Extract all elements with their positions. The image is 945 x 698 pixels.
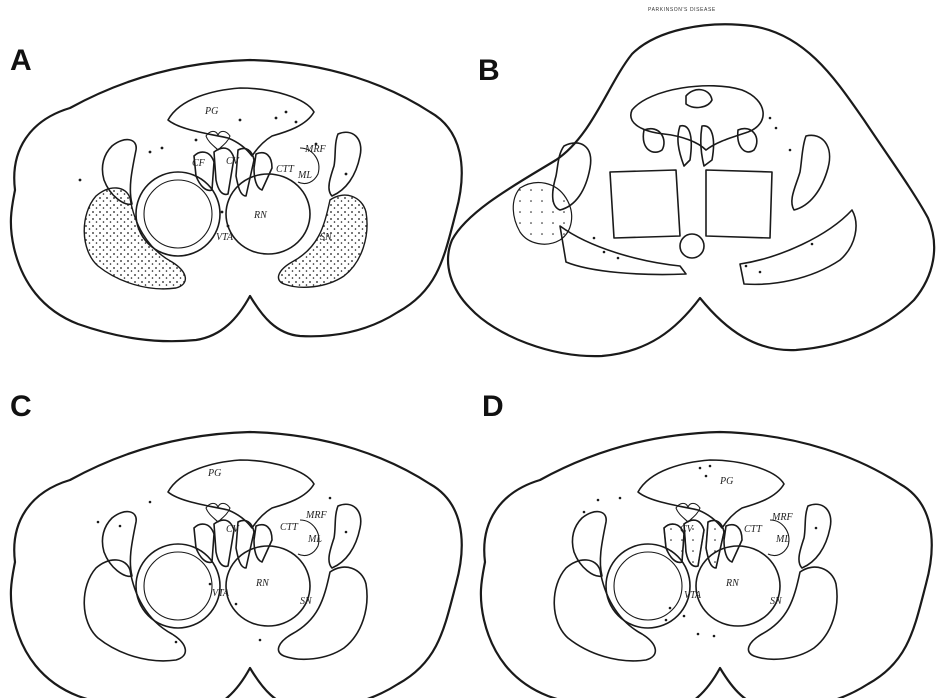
- label-pg: PG: [204, 106, 218, 117]
- label-ml: ML: [307, 534, 322, 545]
- panel-letter: C: [10, 390, 32, 423]
- panel-b: B: [448, 24, 934, 356]
- label-mrf: MRF: [304, 144, 326, 155]
- label-pg: PG: [719, 476, 733, 487]
- label-cf: CF: [192, 158, 206, 169]
- label-vta: VTA: [684, 590, 702, 601]
- label-vta: VTA: [212, 588, 230, 599]
- panel-a: A PG MRF CTT ML RN VTA SN CV CF: [10, 44, 462, 341]
- label-ctt: CTT: [744, 524, 763, 535]
- label-ml: ML: [297, 170, 312, 181]
- panel-letter: D: [482, 390, 504, 423]
- panel-letter: A: [10, 44, 32, 77]
- label-ml: ML: [775, 534, 790, 545]
- label-sn: SN: [300, 596, 313, 607]
- label-pg: PG: [207, 468, 221, 479]
- label-sn: SN: [320, 232, 333, 243]
- label-ctt: CTT: [280, 522, 299, 533]
- label-cv: CV: [226, 524, 241, 535]
- label-mrf: MRF: [305, 510, 327, 521]
- label-mrf: MRF: [771, 512, 793, 523]
- label-vta: VTA: [216, 232, 234, 243]
- label-cv: CV: [680, 524, 695, 535]
- label-rn: RN: [253, 210, 268, 221]
- label-cv: CV: [226, 156, 241, 167]
- figure-header: PARKINSON'S DISEASE: [648, 7, 716, 13]
- panel-letter: B: [478, 54, 500, 87]
- panel-d: D PG MRF CTT ML RN VTA SN CV: [481, 390, 932, 698]
- label-sn: SN: [770, 596, 783, 607]
- label-rn: RN: [725, 578, 740, 589]
- panel-c: C PG MRF CTT ML RN VTA SN CV: [10, 390, 462, 698]
- label-rn: RN: [255, 578, 270, 589]
- label-ctt: CTT: [276, 164, 295, 175]
